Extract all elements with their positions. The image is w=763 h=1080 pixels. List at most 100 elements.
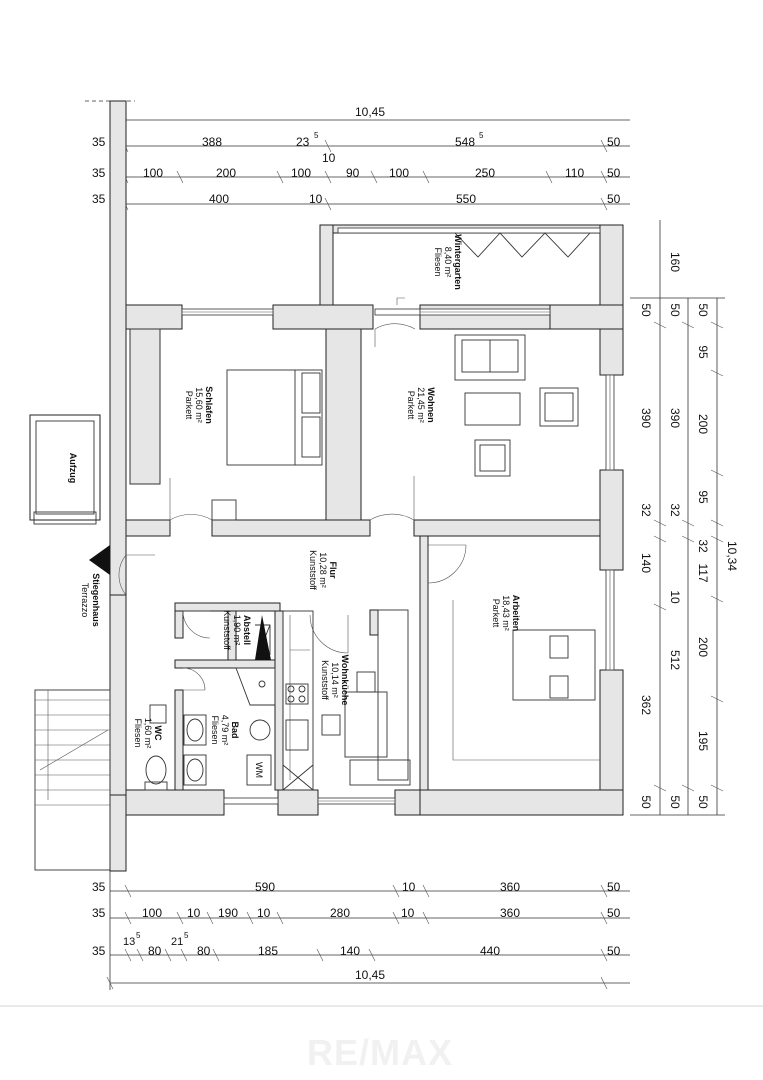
dim-bot3-2: 13 [123,936,135,948]
dim-right-outer-9: 50 [696,795,710,809]
dim-top1-e: 50 [607,135,621,149]
room-name: Wohnküche [340,655,350,706]
room-label-stiegenhaus: Stiegenhaus Terrazzo [80,573,101,627]
room-floor: Fliesen [210,715,220,744]
room-name: Arbeiten [511,595,521,632]
entry-arrow-icon [89,545,110,575]
washing-machine-icon [246,754,272,786]
dim-top1-c-sup: 5 [314,131,319,140]
dim-right-mid-1: 50 [668,303,682,317]
dim-bot2-9: 50 [607,906,621,920]
staircase-icon [34,689,111,871]
dim-top3-3: 10 [309,192,323,206]
room-area: 10,28 m² [318,552,328,588]
room-area: 1,60 m² [143,718,153,749]
dim-right-inner-6: 10 [668,590,682,604]
dim-right-inner-7: 362 [639,695,653,715]
right-dimension-lines [630,220,725,816]
dim-right-outer-5: 32 [696,539,710,553]
dim-top2-2: 100 [143,166,163,180]
room-name: WC [153,726,163,741]
top-dimension-lines [85,100,630,211]
dim-top3-2: 400 [209,192,229,206]
dim-top1-b: 388 [202,135,222,149]
dim-bot3-2-sup: 5 [136,931,141,940]
dim-top1-d: 548 [455,135,475,149]
dim-bot1-3: 10 [402,880,416,894]
wardrobe-icon [129,328,161,485]
dim-bot2-3: 10 [187,906,201,920]
right-inner-labels: 160 50 390 32 140 10 362 50 [639,252,682,809]
wc-fixtures [144,704,168,791]
dim-right-mid-2: 390 [668,408,682,428]
room-area: 15,60 m² [194,387,204,423]
room-label-wintergarten: Wintergarten 8,40 m² Fliesen [433,234,463,289]
room-label-wohnen: Wohnen 21,45 m² Parkett [406,387,436,423]
dim-bot3-7: 140 [340,944,360,958]
dim-top2-8: 110 [565,166,584,180]
dim-top2-5: 90 [346,166,360,180]
dim-top3-4: 550 [456,192,476,206]
dim-right-mid-3: 32 [668,503,682,517]
dim-right-inner-2: 50 [639,303,653,317]
dim-top3-1: 35 [92,192,106,206]
room-label-wc: WC 1,60 m² Fliesen [133,718,163,749]
dim-bot3-1: 35 [92,944,106,958]
dim-overall-width-bottom: 10,45 [355,968,385,982]
dim-bot2-7: 10 [401,906,415,920]
dim-right-outer-1: 50 [696,303,710,317]
room-label-bad: Bad 4,79 m² Fliesen [210,715,240,746]
dim-top2-3: 200 [216,166,236,180]
room-area: 21,45 m² [416,387,426,423]
room-name: Wintergarten [453,234,463,289]
dim-bot2-8: 360 [500,906,520,920]
kitchen-counter-icon [282,609,411,791]
dim-top2-1: 35 [92,166,106,180]
room-label-wohnkueche: Wohnküche 10,14 m² Kunststoff [320,655,350,706]
dim-top2-7: 250 [475,166,495,180]
armchair-icon [539,387,579,427]
dim-right-outer-7: 200 [696,637,710,657]
abstell-shelf-icon [255,615,271,660]
toilet-icon [249,719,271,741]
dim-right-inner-5: 140 [639,553,653,573]
dim-bot3-6: 185 [258,944,278,958]
room-floor: Terrazzo [80,583,90,618]
doors [118,297,467,691]
room-area: 1,90 m² [232,615,242,646]
bottom-dimension-lines [106,870,630,990]
dim-top2-6: 100 [389,166,409,180]
dim-right-mid-5: 50 [668,795,682,809]
bed-icon [226,369,323,466]
dim-bot1-4: 360 [500,880,520,894]
room-label-abstell: Abstell 1,90 m² Kunststoff [222,610,252,650]
dining-table-icon [321,671,388,758]
dim-right-outer-6: 117 [696,563,710,582]
room-label-arbeiten: Arbeiten 18,43 m² Parkett [491,595,521,632]
room-floor: Parkett [184,391,194,420]
room-area: 18,43 m² [501,595,511,631]
dim-right-outer-4: 95 [696,490,710,504]
dim-bot1-1: 35 [92,880,106,894]
dim-bot3-3: 80 [148,944,162,958]
dim-overall-width-top: 10,45 [355,105,385,119]
dim-bot2-4: 190 [218,906,238,920]
elevator-shaft [29,414,101,525]
dim-bot2-5: 10 [257,906,271,920]
room-name: Schlafen [204,386,214,424]
dim-right-outer-8: 195 [696,731,710,751]
walls [109,100,624,872]
dim-right-inner-3: 390 [639,408,653,428]
desk-icon [452,600,600,761]
coffee-table-icon [464,392,521,426]
dim-bot1-2: 590 [255,880,275,894]
dim-bot1-5: 50 [607,880,621,894]
room-floor: Kunststoff [320,660,330,700]
room-floor: Kunststoff [308,550,318,590]
room-area: 8,40 m² [443,247,453,278]
room-label-flur: Flur 10,28 m² Kunststoff [308,550,338,590]
dim-top2-9: 50 [607,166,621,180]
dim-bot2-1: 35 [92,906,106,920]
sink-icon [183,714,207,786]
